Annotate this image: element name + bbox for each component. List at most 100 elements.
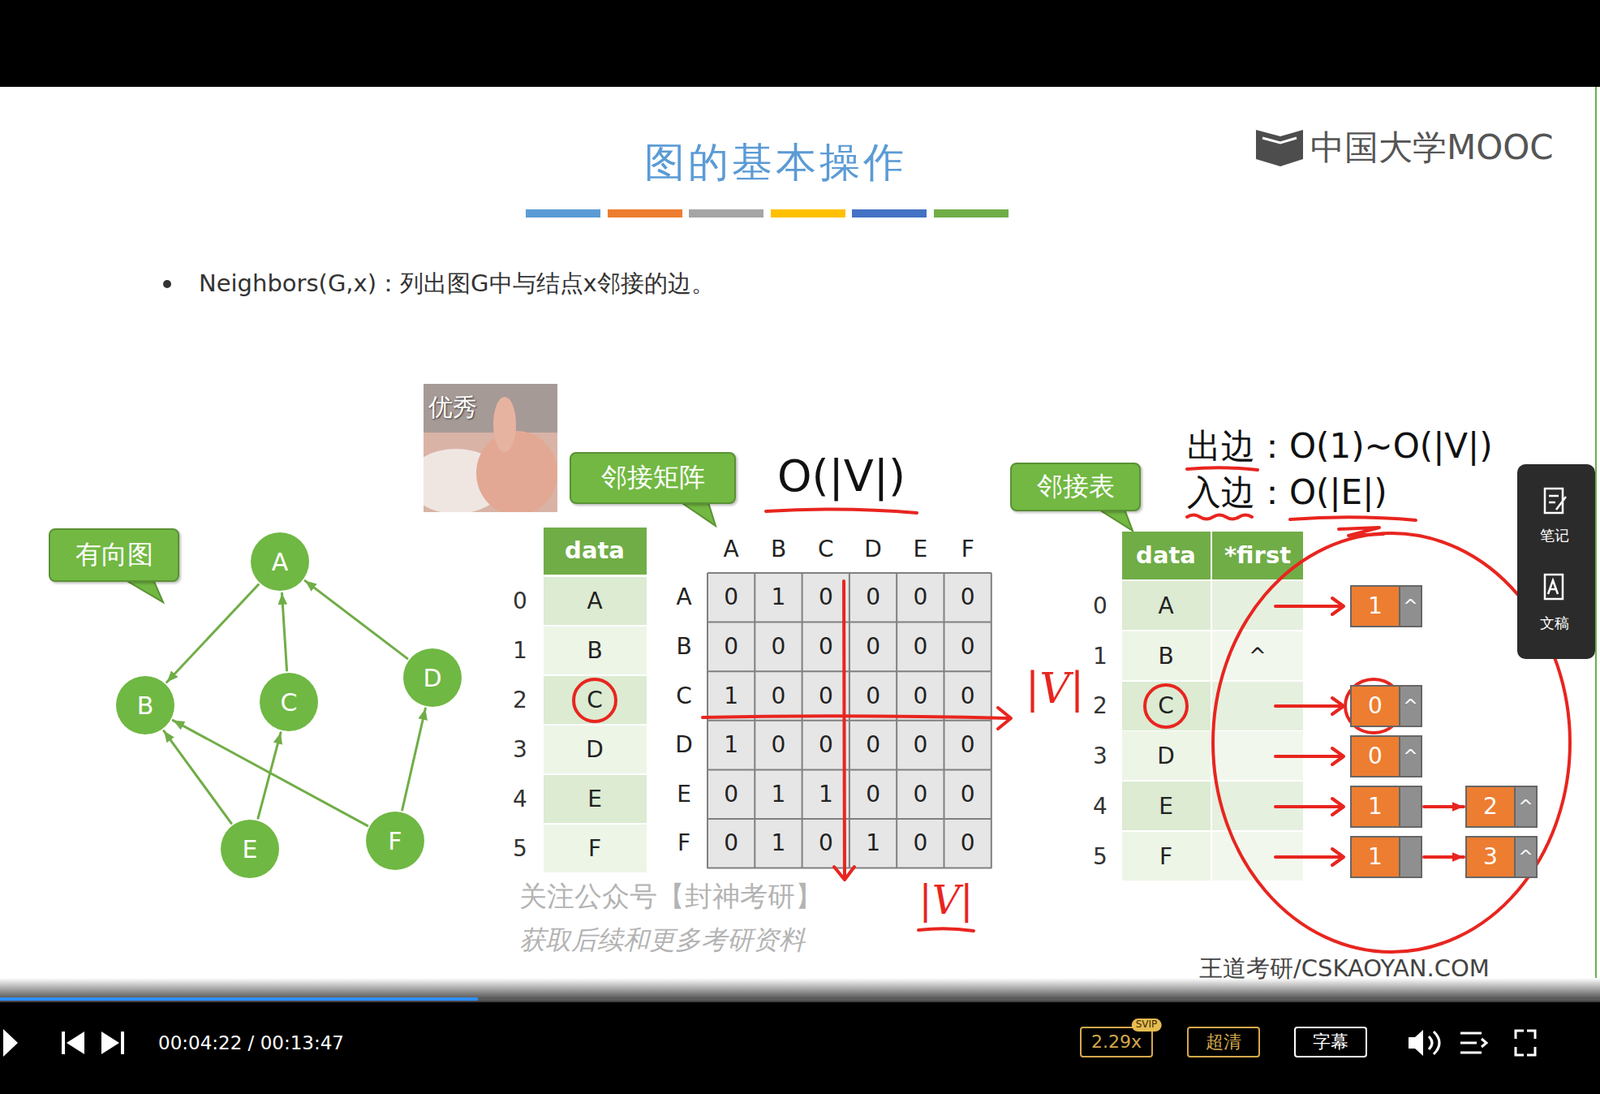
matrix-cell: 0: [865, 584, 881, 611]
matrix-cell: 0: [818, 584, 834, 611]
matrix-cell: 0: [912, 830, 928, 856]
matrix-cell: 0: [912, 633, 928, 660]
table-index: 3: [1092, 743, 1108, 770]
table-row: [1212, 631, 1304, 680]
table-index: 1: [1092, 643, 1108, 670]
table-row: [543, 774, 647, 823]
table-cell: A: [586, 588, 603, 615]
node-text: 有向图: [75, 540, 154, 569]
progress-track: [0, 997, 1600, 1001]
node-text: 超清: [1205, 1032, 1242, 1052]
matrix-cell: 0: [960, 584, 976, 611]
node-text: 0: [1367, 744, 1383, 770]
photo-ground: [423, 383, 558, 433]
volume-icon: [1408, 1029, 1424, 1056]
red-arrow: [1275, 855, 1342, 859]
node-text: F: [387, 827, 402, 855]
list-pointer-cell: ^: [1513, 837, 1536, 877]
matrix-cell: 0: [912, 731, 928, 758]
red-circle: [1345, 679, 1403, 733]
top-bar: [0, 0, 1600, 87]
matrix-header: B: [770, 536, 787, 563]
list-pointer-cell: [1398, 837, 1421, 877]
red-arrow: [1332, 798, 1344, 815]
control-bar: [0, 1002, 1600, 1094]
edge-arrow: [1423, 804, 1464, 809]
node-text: 邻接矩阵: [601, 463, 706, 492]
vertex-circle: A: [249, 531, 310, 592]
red-circle: [1212, 533, 1570, 952]
matrix-cell: 1: [723, 682, 739, 709]
table-row: [543, 725, 647, 774]
side-panel: [1517, 464, 1596, 659]
title-rule: [607, 209, 683, 218]
matrix-cell: 0: [865, 731, 881, 758]
table-cell: A: [1157, 593, 1174, 620]
matrix-background: [707, 572, 992, 869]
playlist-icon: [1460, 1032, 1487, 1053]
matrix-cell: 1: [865, 830, 881, 856]
vertex-shape: [250, 532, 310, 591]
matrix-cell: 0: [912, 584, 928, 611]
matrix-cell: 0: [771, 731, 787, 758]
table-cell: D: [1156, 743, 1175, 770]
vertex-circle: C: [258, 671, 319, 732]
list-node: 1: [1350, 785, 1423, 828]
edge-arrow: [172, 720, 367, 826]
matrix-header: D: [864, 536, 882, 563]
table-index: 3: [512, 736, 528, 763]
matrix-cell: 0: [865, 633, 881, 660]
matrix-cell: 0: [960, 633, 976, 660]
handwriting: [55, 467, 1570, 952]
edge-arrow: [163, 731, 232, 824]
matrix-cell: 1: [723, 731, 739, 758]
table-cell: C: [1157, 692, 1175, 719]
list-node: 3^: [1465, 835, 1538, 878]
list-value-cell: 0: [1351, 686, 1399, 726]
vertex-circle: E: [219, 818, 280, 879]
matrix-header: E: [913, 536, 929, 563]
node-text: D: [422, 664, 442, 692]
edge-arrow: [258, 732, 281, 819]
table-row: [1122, 681, 1211, 731]
node-text: 2.29x: [1091, 1032, 1142, 1052]
node-text: 1: [1367, 844, 1383, 870]
table-index: 2: [1092, 692, 1108, 719]
matrix-cell: 0: [818, 682, 834, 709]
matrix-grid: [707, 572, 992, 869]
table-header: *first: [1224, 541, 1291, 569]
logo-text: 中国大学MOOC: [1310, 128, 1554, 168]
red-underline: [1290, 516, 1416, 521]
title-rule: [688, 209, 764, 218]
matrix-cell: 0: [960, 682, 976, 709]
list-pointer-cell: ^: [1398, 586, 1421, 626]
time-display: 00:04:22 / 00:13:47: [158, 1032, 345, 1054]
matrix-cell: 0: [960, 781, 976, 808]
table-index: 4: [512, 786, 528, 813]
node-text: 1: [1367, 593, 1383, 620]
table-cell: B: [586, 637, 603, 664]
table-row: [543, 626, 647, 675]
node-text: 0: [1367, 693, 1383, 719]
slide-border: [1595, 86, 1597, 978]
table-header: data: [564, 537, 625, 564]
complexity-note: O(|V|): [777, 451, 906, 502]
watermark: 关注公众号【封神考研】: [519, 880, 823, 912]
table-cell: F: [1159, 843, 1173, 869]
matrix-cell: 0: [723, 781, 739, 808]
handwritten-note: |V|: [1025, 664, 1085, 714]
matrix-header: A: [723, 536, 740, 563]
list-value-cell: 3: [1466, 837, 1514, 877]
list-value-cell: 1: [1351, 787, 1399, 826]
node-text: E: [242, 835, 259, 863]
matrix-cell: 0: [723, 830, 739, 856]
matrix-cell: 1: [818, 781, 834, 808]
title-rule: [933, 209, 1009, 218]
handwritten-note: |V|: [918, 877, 973, 923]
matrix-header: D: [675, 731, 693, 758]
red-arrow: [1332, 597, 1344, 615]
callout-box: 有向图: [48, 528, 180, 582]
node-text: 优秀: [428, 393, 478, 421]
matrix-cell: 0: [723, 584, 739, 611]
complexity-note: 入边：O(|E|): [1187, 473, 1388, 512]
